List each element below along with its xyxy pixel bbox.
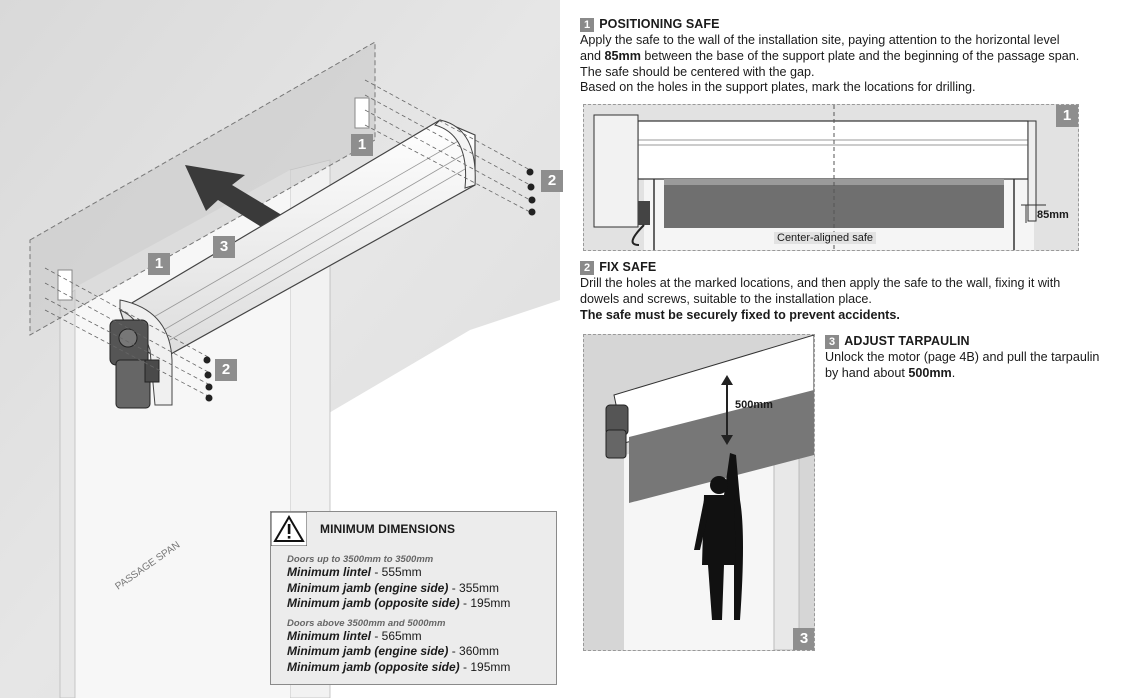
step2-line2: dowels and screws, suitable to the insta… <box>580 291 872 306</box>
dim-500mm-label: 500mm <box>735 399 773 411</box>
step1-line1: Apply the safe to the wall of the instal… <box>580 33 1060 47</box>
badge-1-left: 1 <box>148 253 170 275</box>
min-dims-title: MINIMUM DIMENSIONS <box>320 522 456 536</box>
list-item: Minimum jamb (engine side) - 355mm <box>287 580 500 595</box>
group2-title: Doors above 3500mm and 5000mm <box>287 617 446 629</box>
step1-image: Center-aligned safe 85mm 1 <box>583 104 1079 251</box>
badge-3: 3 <box>213 236 235 258</box>
list-item: Minimum lintel - 565mm <box>287 628 422 643</box>
badge-1-top: 1 <box>351 134 373 156</box>
list-item: Minimum jamb (opposite side) - 195mm <box>287 596 511 610</box>
installation-illustration: PASSAGE SPAN <box>0 0 560 698</box>
warning-icon <box>271 512 307 546</box>
minimum-dimensions-box: MINIMUM DIMENSIONS Doors up to 3500mm to… <box>270 511 557 685</box>
step3-image-badge: 3 <box>793 628 814 650</box>
step3-image: 500mm 3 <box>583 334 815 651</box>
badge-2-bottom: 2 <box>215 359 237 381</box>
step1-image-badge: 1 <box>1056 105 1078 127</box>
step1-line4: Based on the holes in the support plates… <box>580 80 976 95</box>
center-aligned-label: Center-aligned safe <box>774 232 877 244</box>
step1-line2: and 85mm between the base of the support… <box>580 48 1080 63</box>
step3-line2: by hand about 500mm. <box>825 365 956 380</box>
step2-line1: Drill the holes at the marked locations,… <box>580 276 1061 290</box>
step2-line3: The safe must be securely fixed to preve… <box>580 307 900 322</box>
step3-line1: Unlock the motor (page 4B) and pull the … <box>825 350 1100 364</box>
badge-2-right: 2 <box>541 170 563 192</box>
step1-line3: The safe should be centered with the gap… <box>580 64 815 79</box>
list-item: Minimum jamb (opposite side) - 195mm <box>287 659 511 674</box>
dim-85mm-label: 85mm <box>1037 209 1069 221</box>
group1-title: Doors up to 3500mm to 3500mm <box>287 554 434 565</box>
list-item: Minimum lintel - 555mm <box>287 565 422 579</box>
list-item: Minimum jamb (engine side) - 360mm <box>287 644 500 658</box>
